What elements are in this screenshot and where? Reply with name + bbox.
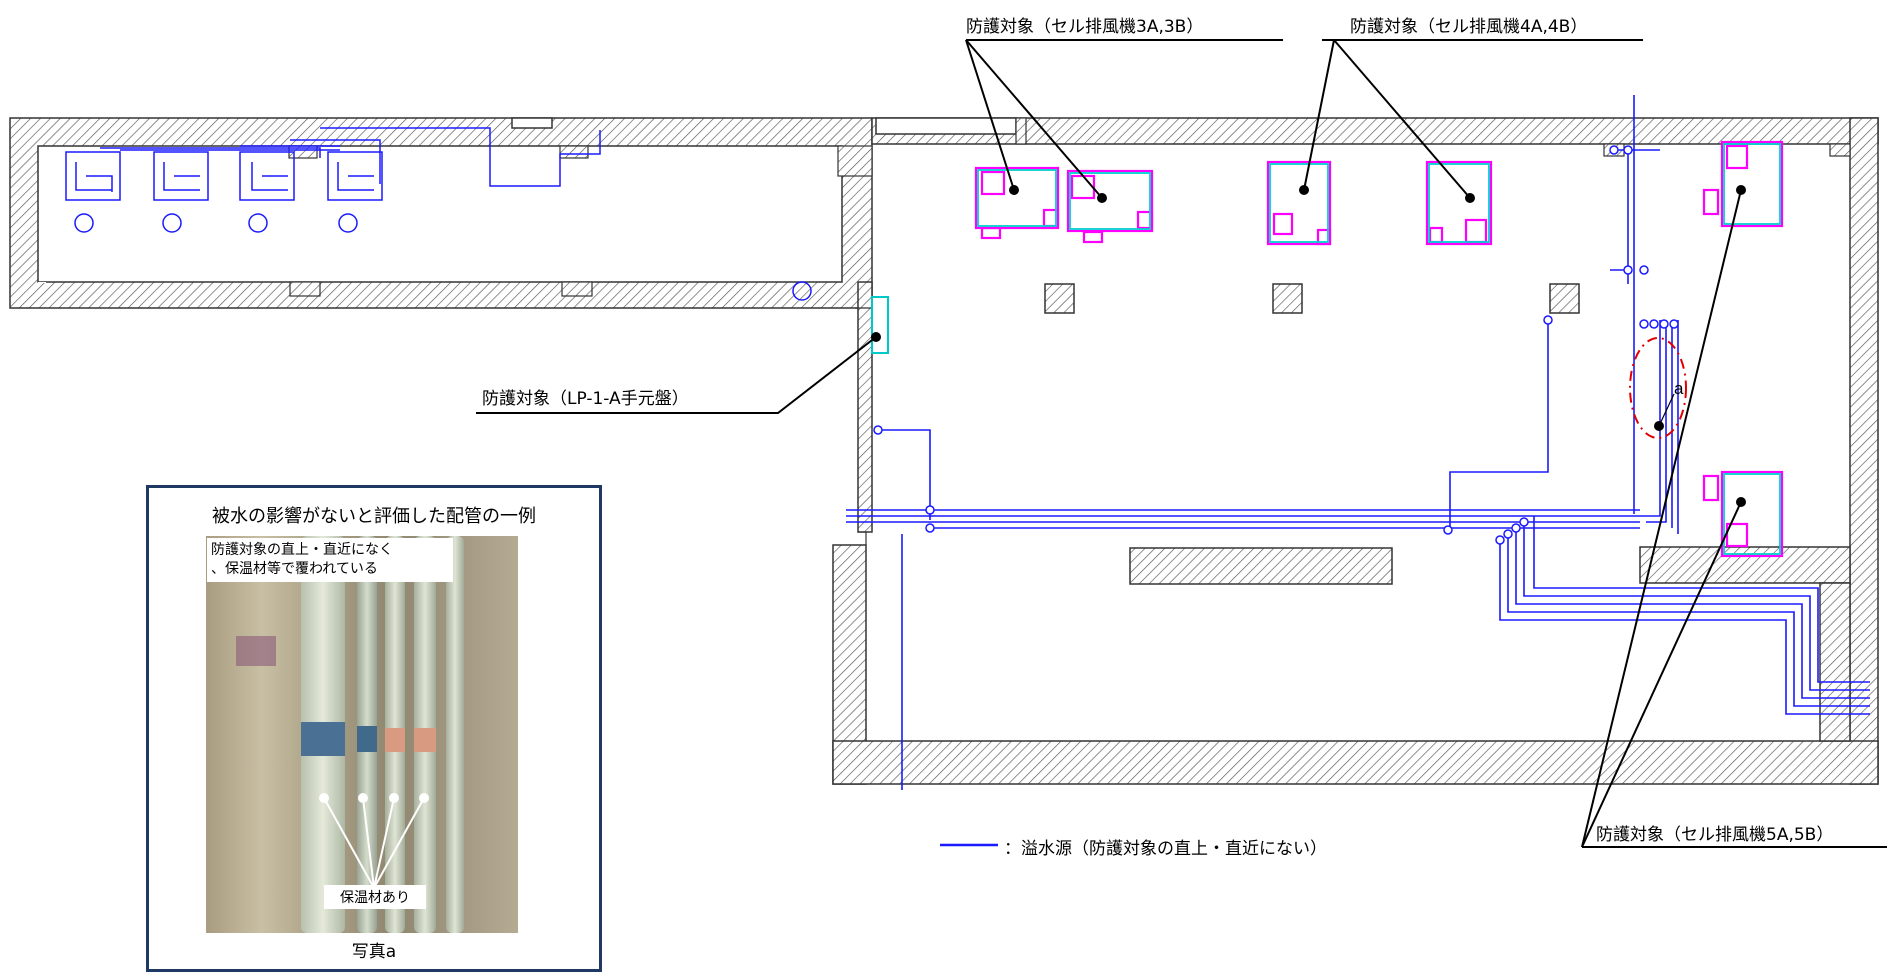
- inner-wall-south-right: [1819, 582, 1851, 742]
- label-target-3ab: 防護対象（セル排風機3A,3B）: [966, 17, 1204, 37]
- legend-text: ：溢水源（防護対象の直上・直近にない）: [1004, 839, 1327, 859]
- marker-a-label: a: [1674, 379, 1684, 398]
- photo-caption-bottom: 写真a: [351, 942, 397, 962]
- pipes: [846, 95, 1870, 790]
- label-target-4ab: 防護対象（セル排風機4A,4B）: [1350, 17, 1588, 37]
- marker-a-ellipse: [1629, 337, 1687, 439]
- protection-targets: [974, 140, 1784, 558]
- west-wall-upper: [857, 281, 873, 533]
- column-3: [1549, 283, 1580, 314]
- east-wall: [1849, 117, 1879, 785]
- south-wall: [832, 740, 1879, 785]
- photo-title: 被水の影響がないと評価した配管の一例: [212, 506, 536, 527]
- label-target-lp: 防護対象（LP-1-A手元盤）: [482, 389, 689, 409]
- inner-wall-right: [1639, 546, 1851, 584]
- left-equipment: [65, 127, 812, 301]
- photo-a: 防護対象の直上・直近になく 、保温材等で覆われている 保温材あり: [206, 536, 518, 933]
- walls: [9, 117, 1879, 785]
- column-1: [1044, 283, 1075, 314]
- photo-box: 被水の影響がないと評価した配管の一例 防護対象の直上・直近になく 、保温材等で覆…: [146, 485, 602, 972]
- insulation-pointers: [319, 793, 429, 889]
- north-wall: [871, 117, 1879, 145]
- photo-caption-insulation: 保温材あり: [324, 885, 426, 909]
- beam: [1129, 547, 1393, 585]
- column-2: [1272, 283, 1303, 314]
- leader-lines: [476, 39, 1887, 848]
- photo-caption-top: 防護対象の直上・直近になく 、保温材等で覆われている: [207, 538, 453, 582]
- lp-1-a-panel: [871, 296, 889, 354]
- label-target-5ab: 防護対象（セル排風機5A,5B）: [1596, 825, 1834, 845]
- left-wing-wall: [9, 117, 873, 309]
